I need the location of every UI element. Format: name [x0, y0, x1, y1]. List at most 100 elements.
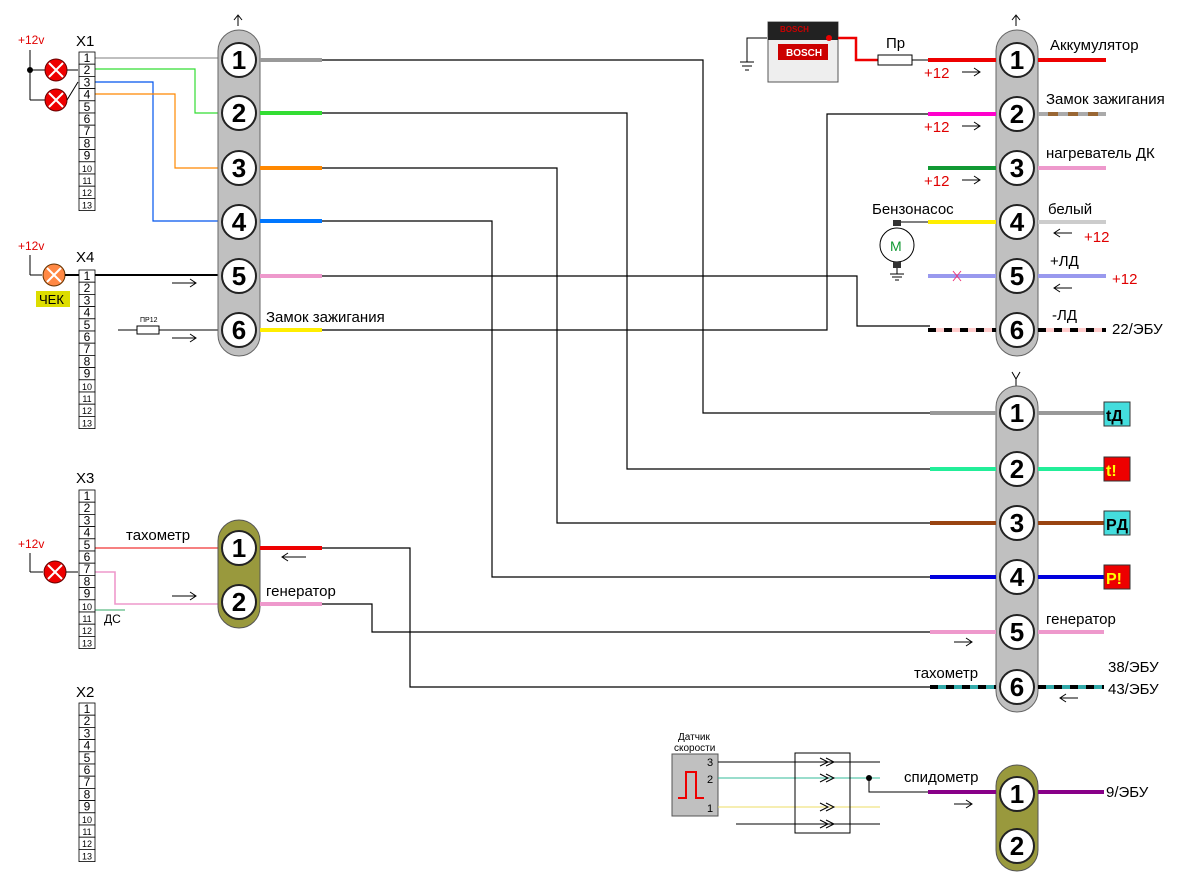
pin-number: 3: [84, 293, 91, 307]
x1-supply-label: +12v: [18, 33, 44, 47]
temperature-sensor-icon: tД: [1103, 401, 1131, 427]
pin-number: 6: [84, 550, 91, 564]
x1-title: X1: [76, 33, 94, 50]
pin-number: 12: [82, 839, 92, 849]
connector-pin: [999, 614, 1035, 650]
pin-number: 5: [84, 751, 91, 765]
pin-number: 7: [84, 562, 91, 576]
connector-pin-number: 1: [1010, 45, 1024, 75]
connector-pin: [999, 559, 1035, 595]
connector-pin-number: 2: [1010, 831, 1024, 861]
pin-cell: [78, 415, 96, 429]
pressure-warning-icon: P!: [1103, 564, 1131, 590]
connector-pin-number: 2: [232, 98, 246, 128]
ecu-22-label: 22/ЭБУ: [1112, 321, 1163, 338]
pin-number: 9: [84, 367, 91, 381]
ecu-9-label: 9/ЭБУ: [1106, 784, 1149, 801]
connector-pin-number: 2: [1010, 454, 1024, 484]
speedometer-label: спидометр: [904, 769, 978, 786]
pin-number: 4: [84, 88, 91, 102]
connector-pin-number: 2: [232, 587, 246, 617]
x3-supply-label: +12v: [18, 537, 44, 551]
br-label-5: генератор: [1046, 611, 1116, 628]
pin-number: 2: [84, 281, 91, 295]
svg-text:P!: P!: [1106, 571, 1122, 588]
connector-pin-number: 5: [232, 261, 246, 291]
pin-number: 10: [82, 382, 92, 392]
x3-title: X3: [76, 470, 94, 487]
generator-label: генератор: [266, 583, 336, 600]
left6-pin6-label: Замок зажигания: [266, 309, 385, 326]
pin-number: 5: [84, 318, 91, 332]
connector-pin: [221, 204, 257, 240]
pressure-sensor-icon: PД: [1103, 510, 1131, 536]
plus12-3: +12: [924, 173, 949, 190]
connector-pin: [221, 42, 257, 78]
pin-number: 1: [84, 489, 91, 503]
pin-number: 13: [82, 200, 92, 210]
x4-fuse: ПР12: [118, 317, 218, 343]
pin-number: 6: [84, 112, 91, 126]
pin-number: 11: [82, 394, 91, 404]
connector-pin: [999, 42, 1035, 78]
pin-number: 10: [82, 815, 92, 825]
sensor-pin-2: 2: [707, 774, 713, 786]
connector-pin: [221, 584, 257, 620]
pin-number: 8: [84, 354, 91, 368]
pin-number: 3: [84, 513, 91, 527]
sensor-pin-3: 3: [707, 757, 713, 769]
x4-fuse-label: ПР12: [140, 317, 158, 324]
connector-pin: [999, 150, 1035, 186]
pin-number: 8: [84, 787, 91, 801]
pin-number: 8: [84, 574, 91, 588]
connector-pin-number: 1: [232, 533, 246, 563]
pin-number: 5: [84, 100, 91, 114]
tr-label-3: нагреватель ДК: [1046, 145, 1155, 162]
check-lamp-label: ЧЕК: [39, 292, 64, 307]
connector-pin: [221, 95, 257, 131]
tr-label-1: Аккумулятор: [1050, 37, 1139, 54]
pin-number: 5: [84, 538, 91, 552]
speedometer-connector-2pin: 1 2 спидометр 9/ЭБУ: [904, 764, 1149, 872]
ecu-38-label: 38/ЭБУ: [1108, 659, 1159, 676]
pin-number: 4: [84, 739, 91, 753]
temperature-warning-icon: t!: [1103, 456, 1131, 482]
motor-letter: M: [890, 238, 902, 254]
br-label-6: тахометр: [914, 665, 978, 682]
pin-number: 7: [84, 342, 91, 356]
tachometer-label: тахометр: [126, 527, 190, 544]
pin-number: 7: [84, 775, 91, 789]
pin-cell: [78, 197, 96, 211]
connector-pin-number: 5: [1010, 261, 1024, 291]
fuel-pump: Бензонасос M: [872, 201, 954, 281]
connector-pin: [221, 258, 257, 294]
pin-number: 11: [82, 176, 91, 186]
pin-number: 6: [84, 763, 91, 777]
plus12-2: +12: [924, 119, 949, 136]
pin-number: 2: [84, 501, 91, 515]
connector-pin-number: 3: [1010, 153, 1024, 183]
svg-text:BOSCH: BOSCH: [780, 25, 809, 34]
pin-cell: [78, 849, 96, 863]
pin-number: 13: [82, 638, 92, 648]
pin-number: 9: [84, 800, 91, 814]
plus12-5: +12: [1112, 271, 1137, 288]
tr-label-2: Замок зажигания: [1046, 91, 1165, 108]
connector-pin: [999, 828, 1035, 864]
connector-pin: [999, 505, 1035, 541]
connector-pin: [999, 204, 1035, 240]
connector-pin: [999, 776, 1035, 812]
connector-pin-number: 6: [1010, 315, 1024, 345]
pin-number: 3: [84, 75, 91, 89]
pin-number: 12: [82, 406, 92, 416]
connector-pin: [999, 312, 1035, 348]
connector-pin-number: 2: [1010, 99, 1024, 129]
fuse-label: Пр: [886, 35, 905, 52]
connector-pin-number: 1: [1010, 779, 1024, 809]
